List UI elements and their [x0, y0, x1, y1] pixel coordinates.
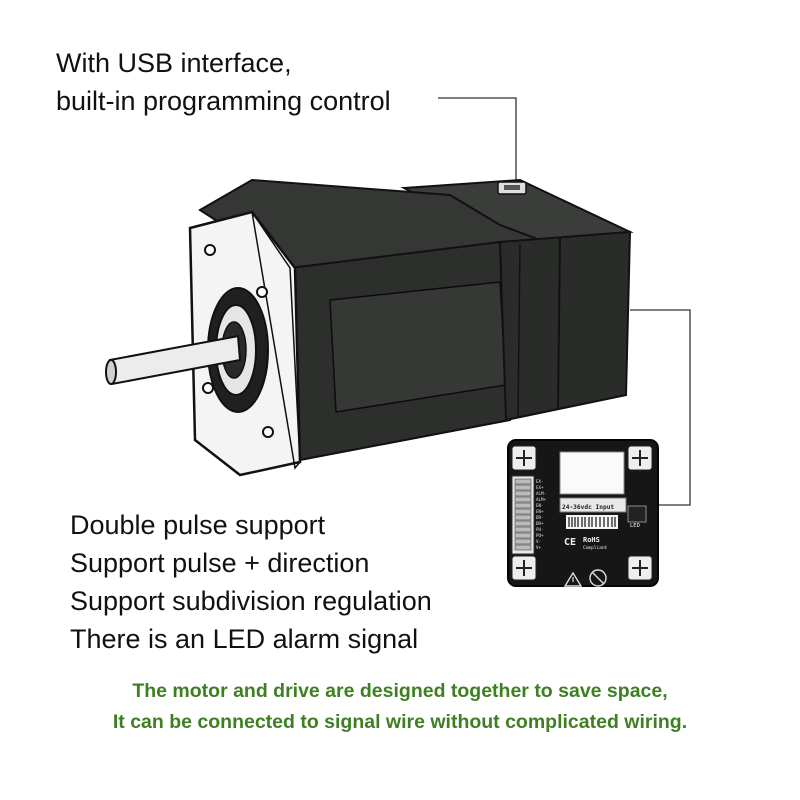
pin-label: DR-: [536, 515, 544, 520]
usb-callout-line1: With USB interface,: [56, 48, 292, 78]
warning-icon: [563, 571, 583, 587]
footer-line2: It can be connected to signal wire witho…: [112, 711, 688, 733]
pin-label: V-: [536, 539, 541, 544]
usb-leader-line: [438, 97, 517, 180]
mounting-screw-icon: [511, 445, 537, 471]
barcode: [566, 515, 618, 529]
pin-label: EN-: [536, 503, 544, 508]
no-disposal-icon: [589, 569, 607, 587]
pin-label: PU-: [536, 527, 544, 532]
usb-callout-line2: built-in programming control: [56, 86, 391, 116]
pin-label: PU+: [536, 533, 544, 538]
pin-label: ALM+: [536, 497, 547, 502]
feature-item: There is an LED alarm signal: [70, 624, 419, 654]
pin-label: DR+: [536, 521, 544, 526]
drive-led-label: LED: [630, 523, 640, 529]
drive-leader-line: [630, 309, 691, 506]
pin-label: EX-: [536, 479, 544, 484]
feature-item: Double pulse support: [70, 510, 326, 540]
drive-input-label: 24-36vdc Input: [562, 504, 614, 511]
usb-port-icon: [497, 181, 527, 195]
pin-label: EN+: [536, 509, 544, 514]
pin-label: ALM-: [536, 491, 546, 496]
stepper-motor: [105, 178, 634, 477]
rohs-mark: RoHS: [583, 536, 600, 544]
motor-shaft: [105, 334, 242, 386]
pin-labels: EX-EX+ALM-ALM+EN-EN+DR-DR+PU-PU+V-V+: [536, 479, 547, 550]
drive-panel: [507, 439, 659, 587]
rohs-sub-label: Compliant: [583, 545, 608, 551]
feature-item: Support pulse + direction: [70, 548, 370, 578]
terminal-block: [511, 475, 535, 555]
pin-label: V+: [536, 545, 542, 550]
ce-mark-icon: CE: [564, 537, 576, 548]
pin-label: EX+: [536, 485, 544, 490]
footer-line1: The motor and drive are designed togethe…: [132, 680, 668, 702]
feature-item: Support subdivision regulation: [70, 586, 432, 616]
